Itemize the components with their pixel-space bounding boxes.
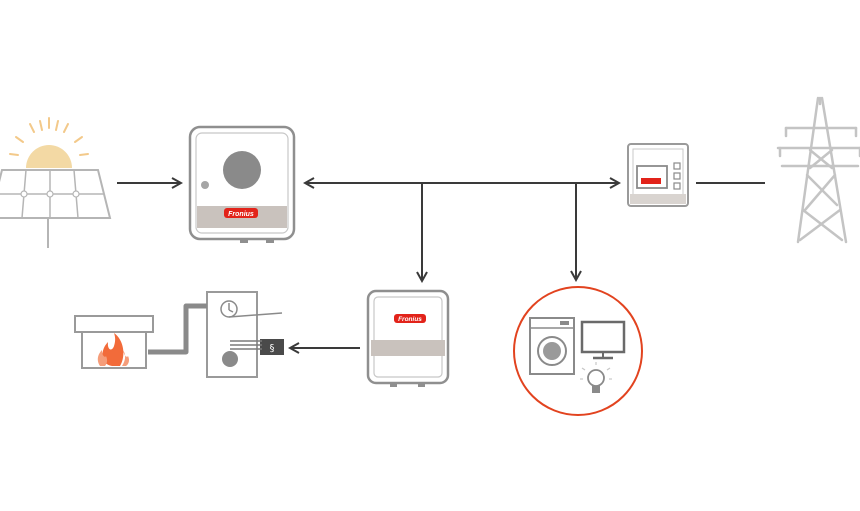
ohmpilot-logo: Fronius [398, 316, 422, 323]
solar-panel-icon [0, 117, 112, 248]
ohmpilot-icon: Fronius [366, 289, 450, 387]
svg-text:§: § [270, 343, 275, 354]
flow-lines [117, 183, 765, 348]
meter-icon [627, 143, 689, 207]
power-pylon-icon [776, 96, 860, 244]
boiler-icon: § [206, 291, 284, 378]
inverter-logo: Fronius [228, 211, 254, 218]
household-appliances-icon [513, 286, 643, 416]
heating-pipe [148, 303, 207, 355]
inverter-icon: Fronius [188, 125, 296, 243]
heater-icon [74, 315, 154, 369]
